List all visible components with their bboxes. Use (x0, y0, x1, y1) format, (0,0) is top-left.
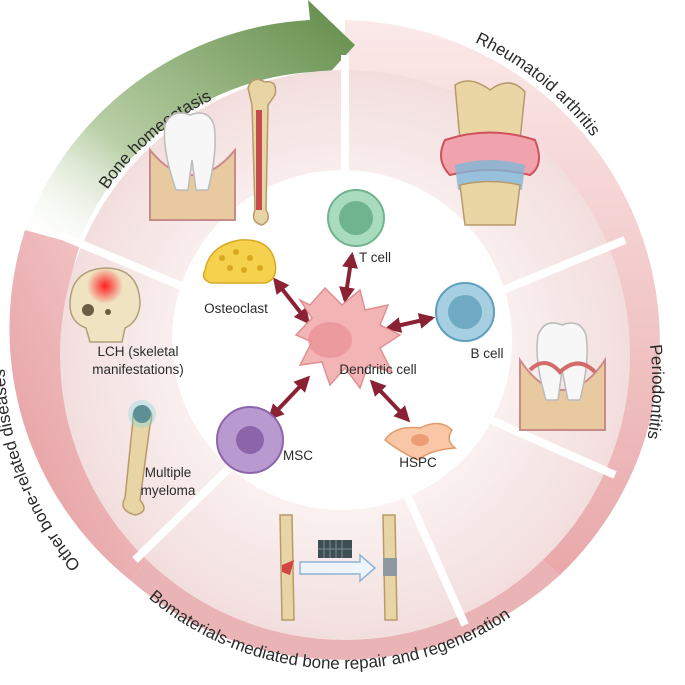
dendritic-cell-icon (294, 286, 402, 390)
femur-icon (247, 78, 277, 226)
arrow-osteoclast (273, 277, 310, 325)
lch-label-line1: LCH (skeletal (97, 344, 178, 359)
ring-left-band (9, 230, 165, 580)
myeloma-femur-icon (122, 400, 156, 516)
t-cell-icon (327, 189, 385, 247)
osteoclast-label: Osteoclast (204, 301, 268, 316)
b-cell-label: B cell (470, 346, 503, 361)
repair-arrow-icon (299, 553, 377, 583)
hspc-icon (383, 422, 457, 461)
ring-bottom-band (130, 540, 560, 660)
arrow-b-cell (384, 313, 436, 333)
skull-icon (69, 267, 141, 343)
t-cell-label: T cell (359, 250, 391, 265)
hspc-label: HSPC (399, 455, 437, 470)
msc-label: MSC (283, 448, 313, 463)
msc-icon (216, 406, 284, 474)
bone-homeostasis-arrow (25, 0, 355, 245)
lch-label-line2: manifestations) (92, 362, 184, 377)
ring-right-band (345, 20, 660, 575)
arrow-t-cell (339, 251, 358, 304)
repaired-bone-icon (382, 514, 398, 621)
interaction-arrows (267, 251, 436, 423)
tooth-icon (149, 112, 236, 221)
periodontitis-tooth-icon (519, 322, 606, 431)
arrow-msc (267, 375, 311, 421)
knee-joint-icon (440, 80, 540, 226)
arrow-hspc (369, 379, 411, 423)
fractured-bone-icon (279, 514, 295, 621)
b-cell-icon (435, 282, 495, 342)
periodontitis-label: Periodontitis (644, 343, 668, 440)
myeloma-label-line2: myeloma (141, 483, 196, 498)
dendritic-cell-label: Dendritic cell (339, 362, 416, 377)
osteoclast-icon (202, 239, 277, 284)
myeloma-label-line1: Multiple (145, 465, 192, 480)
scaffold-icon (318, 540, 352, 558)
